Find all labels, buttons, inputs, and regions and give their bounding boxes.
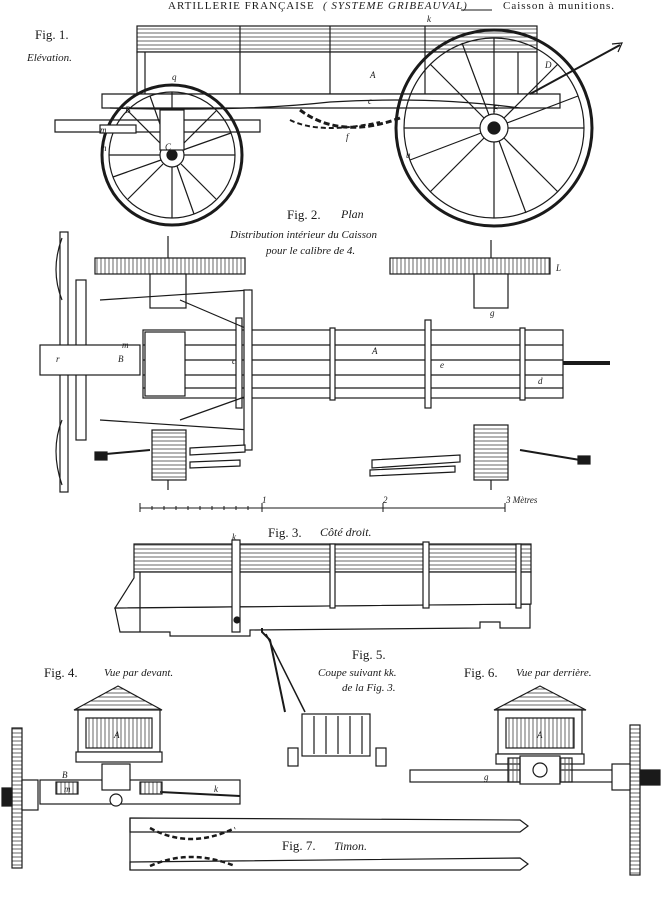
fig7-number: Fig. 7. xyxy=(282,838,316,853)
fig3-side xyxy=(113,539,532,637)
fig2-letter-m: m xyxy=(122,340,129,350)
fig5-box xyxy=(301,713,371,757)
fig2-letter-e: e xyxy=(440,360,444,370)
fig7-pole-top xyxy=(129,817,529,833)
fig6-letter-g: g xyxy=(484,772,489,782)
fig5-section xyxy=(261,628,387,767)
fig1-number: Fig. 1. xyxy=(35,27,69,42)
header-right: Caisson à munitions. xyxy=(503,0,615,12)
fig6-rear-view xyxy=(409,685,661,876)
fig3-letter-k: k xyxy=(232,532,237,542)
fig2-box-plan xyxy=(142,329,564,399)
fig2-caption-line2: pour le calibre de 4. xyxy=(266,245,356,257)
fig4-letters: A B m k xyxy=(62,730,219,794)
fig4-letter-A: A xyxy=(113,730,120,740)
fig2-plan xyxy=(39,231,610,493)
fig2-front-hub-bottom xyxy=(151,429,187,481)
scale-tick-1: 1 xyxy=(262,495,267,505)
fig1-chain xyxy=(299,108,401,129)
fig4-letter-m: m xyxy=(64,784,71,794)
scale-bar xyxy=(139,503,506,512)
fig4-front-view xyxy=(1,685,241,869)
fig2-rear-hub-bottom xyxy=(473,424,509,481)
fig7-pole-bottom xyxy=(129,857,529,871)
fig6-wheel xyxy=(611,724,661,876)
fig7-chain-bottom xyxy=(149,855,236,868)
fig7-pole xyxy=(129,817,529,871)
fig2-letter-g: g xyxy=(490,308,495,318)
fig3-frame xyxy=(114,603,531,637)
fig3-number: Fig. 3. xyxy=(268,525,302,540)
fig7-title: Timon. xyxy=(334,839,368,853)
fig2-rear-wheel-top xyxy=(389,257,551,275)
fig1-letter-q: q xyxy=(172,72,177,82)
fig6-roof xyxy=(493,685,587,711)
fig1-letter-k: k xyxy=(427,14,432,24)
fig1-box-lid xyxy=(136,25,538,53)
fig2-number: Fig. 2. xyxy=(287,207,321,222)
fig2-letter-r: r xyxy=(56,354,60,364)
fig1-box-body xyxy=(136,51,538,95)
fig1-letter-A: A xyxy=(369,70,376,80)
fig1-letter-D: D xyxy=(544,60,552,70)
fig1-title: Elévation. xyxy=(27,52,72,64)
fig6-letter-A: A xyxy=(536,730,543,740)
fig1-letter-F: F xyxy=(492,104,499,114)
fig4-wheel xyxy=(1,727,39,869)
fig4-letter-B: B xyxy=(62,770,68,780)
fig1-letter-m: m xyxy=(100,125,107,135)
fig1-front-wheel xyxy=(100,83,244,227)
header-middle: ( SYSTEME GRIBEAUVAL) xyxy=(323,0,468,12)
fig2-front-wheel-top xyxy=(94,257,246,275)
fig2-letter-c: c xyxy=(232,356,236,366)
fig2-letters: A B L d e g r m c xyxy=(56,263,561,386)
fig1-rear-wheel xyxy=(394,28,594,228)
fig2-caption-line1: Distribution intérieur du Caisson xyxy=(230,229,377,241)
header-left: ARTILLERIE FRANÇAISE xyxy=(168,0,315,12)
fig6-letters: A g xyxy=(484,730,543,782)
fig4-number: Fig. 4. xyxy=(44,665,78,680)
fig6-title: Vue par derrière. xyxy=(516,667,592,679)
fig1-letters: A B C D F q m n u f c k xyxy=(100,14,552,160)
fig2-title: Plan xyxy=(341,207,364,221)
fig4-title: Vue par devant. xyxy=(104,667,174,679)
fig4-roof xyxy=(73,685,163,711)
fig1-frame-rail xyxy=(101,93,561,109)
fig5-caption-line1: Coupe suivant kk. xyxy=(318,667,397,679)
fig2-letter-B: B xyxy=(118,354,124,364)
fig2-letter-A: A xyxy=(371,346,378,356)
fig6-number: Fig. 6. xyxy=(464,665,498,680)
fig1-letter-c: c xyxy=(368,96,372,106)
fig1-letter-n: n xyxy=(102,143,107,153)
fig1-letter-B: B xyxy=(125,105,131,115)
fig5-number: Fig. 5. xyxy=(352,647,386,662)
fig1-letter-C: C xyxy=(165,142,172,152)
fig7-chain-top xyxy=(149,826,236,841)
fig5-caption-line2: de la Fig. 3. xyxy=(342,682,396,694)
fig1-letter-f: f xyxy=(346,132,350,142)
scale-tick-3: 3 Mètres xyxy=(506,495,538,505)
fig3-title: Côté droit. xyxy=(320,525,372,539)
fig4-letter-k: k xyxy=(214,784,219,794)
scale-tick-2: 2 xyxy=(383,495,388,505)
fig1-letter-u: u xyxy=(406,150,411,160)
fig2-letter-L: L xyxy=(555,263,561,273)
fig2-letter-d: d xyxy=(538,376,543,386)
fig1-elevation xyxy=(54,25,623,228)
